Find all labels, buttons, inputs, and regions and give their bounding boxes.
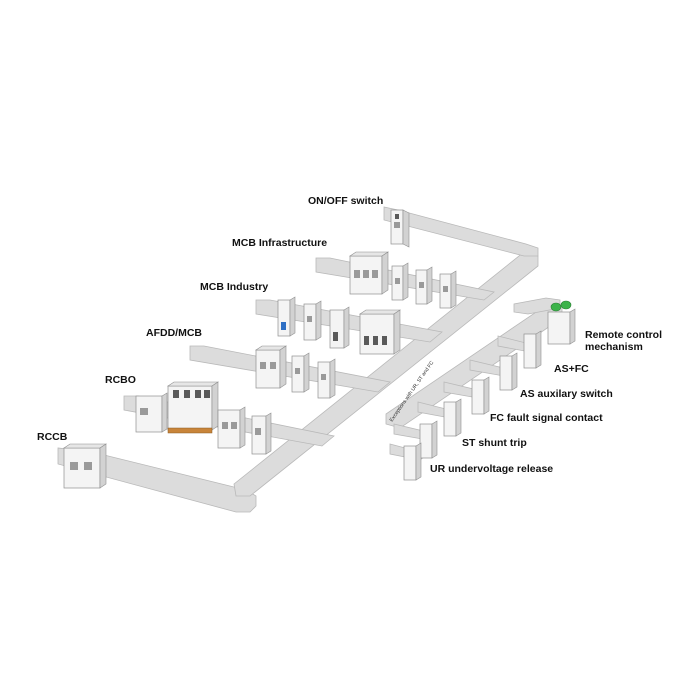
rail-afdd-mcb: [189, 345, 391, 393]
label-as-fc: AS+FC: [554, 363, 589, 375]
label-rccb: RCCB: [37, 431, 68, 443]
label-as-auxiliary-switch: AS auxilary switch: [520, 388, 613, 400]
label-ur-undervoltage-release: UR undervoltage release: [430, 463, 553, 475]
label-on-off-switch: ON/OFF switch: [308, 195, 383, 207]
device-on-off-switch: [390, 209, 410, 248]
label-st-shunt-trip: ST shunt trip: [462, 437, 527, 449]
device-group-mcb-industry: [277, 296, 401, 355]
device-group-mcb-infrastructure: [349, 251, 457, 309]
label-mcb-industry: MCB Industry: [200, 281, 268, 293]
label-remote-control-line2: mechanism: [585, 341, 643, 353]
device-group-afdd-mcb: [255, 345, 336, 399]
device-group-accessories: [403, 300, 576, 481]
device-group-rcbo: [135, 381, 272, 455]
label-rcbo: RCBO: [105, 374, 136, 386]
device-rccb: [63, 443, 107, 489]
label-fc-fault-signal-contact: FC fault signal contact: [490, 412, 603, 424]
label-afdd-mcb: AFDD/MCB: [146, 327, 202, 339]
label-mcb-infrastructure: MCB Infrastructure: [232, 237, 327, 249]
label-remote-control-line1: Remote control: [585, 329, 662, 341]
rail-accessory-top: [513, 297, 561, 315]
rail-rccb: [57, 447, 257, 513]
